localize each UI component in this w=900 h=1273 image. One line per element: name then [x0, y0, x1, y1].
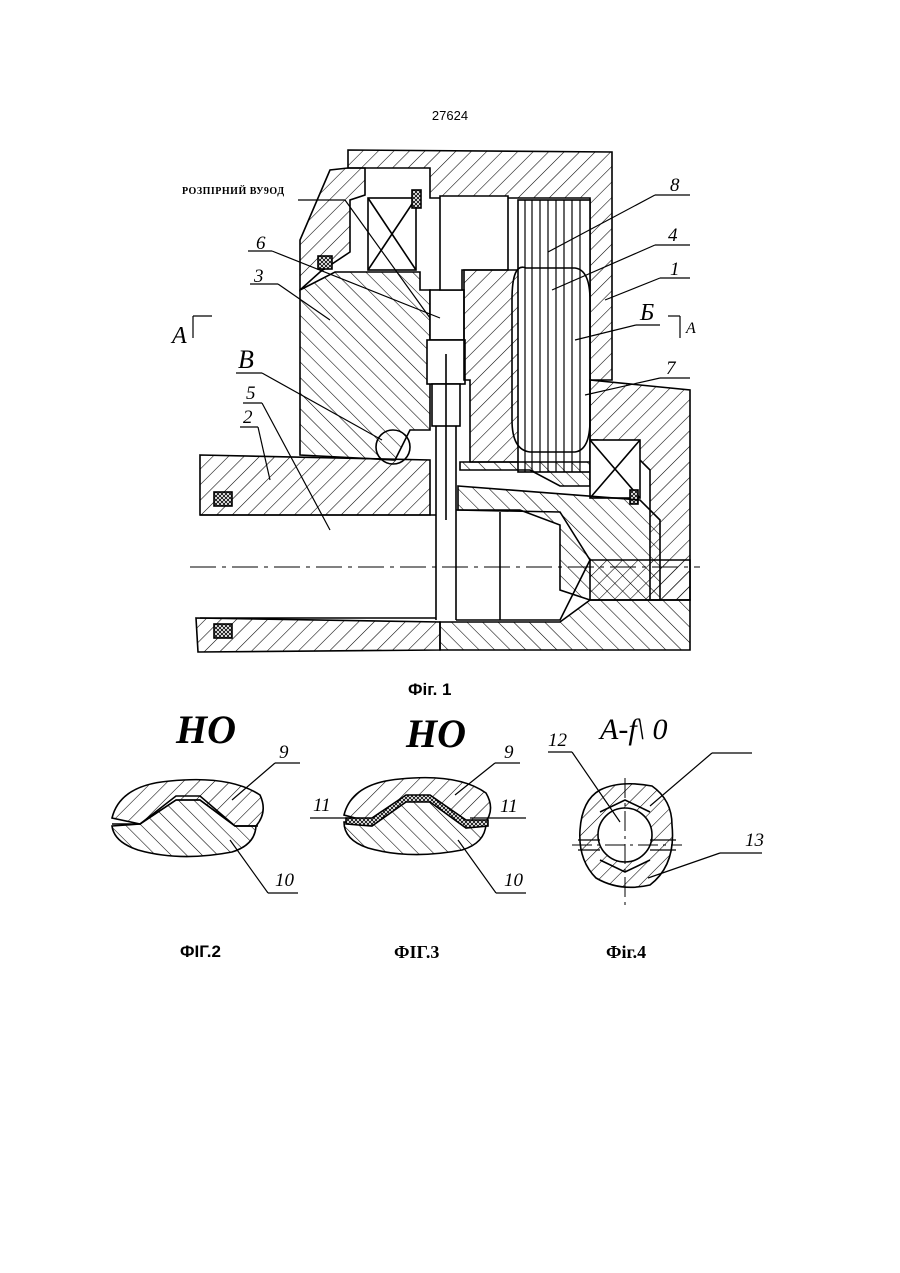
fig1-label-7: 7 — [666, 358, 676, 380]
fig3-label-11-right: 11 — [500, 796, 518, 818]
fig3-drawing — [310, 763, 526, 893]
fig1-label-3: 3 — [254, 266, 264, 288]
fig2-heading: НО — [176, 706, 236, 753]
fig1-label-1: 1 — [670, 259, 680, 281]
fig1-caption: Фіг. 1 — [408, 680, 452, 700]
fig4-label-13: 13 — [745, 830, 764, 852]
fig1-label-2: 2 — [243, 407, 253, 429]
fig3-label-10: 10 — [504, 870, 523, 892]
fig1-label-4: 4 — [668, 225, 678, 247]
fig4-drawing — [548, 752, 762, 905]
fig1-section-a-left: А — [172, 323, 187, 350]
fig1-label-5: 5 — [246, 383, 256, 405]
fig3-label-9: 9 — [504, 742, 514, 764]
fig3-label-11-left: 11 — [313, 795, 331, 817]
fig1-label-b: Б — [640, 300, 654, 327]
fig2-label-10: 10 — [275, 870, 294, 892]
fig4-label-12: 12 — [548, 730, 567, 752]
fig3-caption: ФІГ.3 — [394, 942, 439, 963]
fig1-callout-label: РОЗПІРНИЙ ВУ9ОД — [182, 186, 285, 197]
fig2-caption: ФІГ.2 — [180, 942, 221, 962]
fig1-label-6: 6 — [256, 233, 266, 255]
fig1-drawing — [190, 150, 700, 652]
fig1-label-v: В — [238, 345, 254, 375]
fig4-caption: Фіг.4 — [606, 942, 646, 963]
fig1-label-8: 8 — [670, 175, 680, 197]
fig2-drawing — [112, 763, 300, 893]
fig1-section-a-right: А — [686, 320, 696, 338]
fig2-label-9: 9 — [279, 742, 289, 764]
fig3-heading: НО — [406, 710, 466, 757]
fig4-heading: A-f\ 0 — [600, 713, 668, 747]
